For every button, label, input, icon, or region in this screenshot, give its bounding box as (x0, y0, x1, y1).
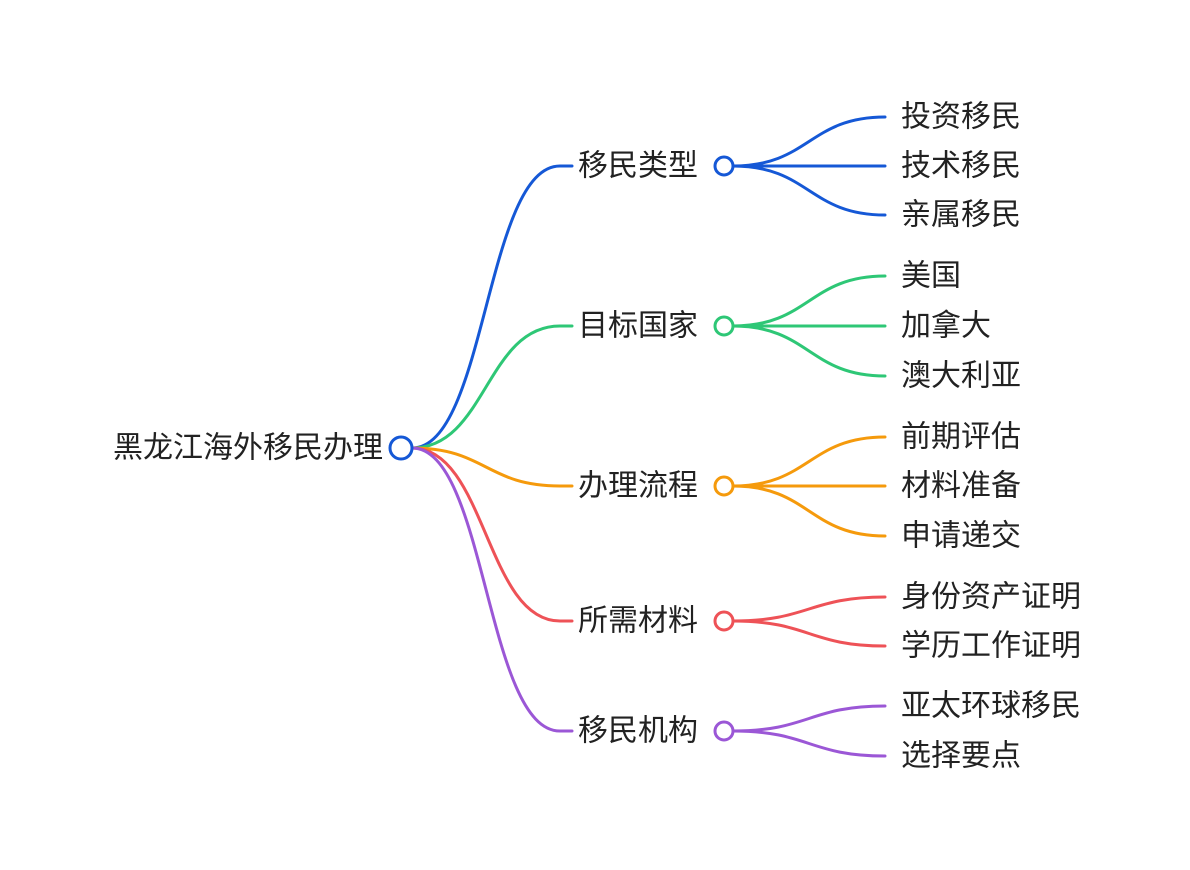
edge-root-to-branch (410, 164, 574, 450)
leaf-label: 技术移民 (901, 149, 1021, 184)
mind-map-edges (410, 115, 887, 758)
branch-collapse-toggle[interactable] (713, 720, 735, 742)
leaf-label: 加拿大 (901, 309, 991, 344)
branch-collapse-toggle[interactable] (713, 610, 735, 632)
leaf-label: 材料准备 (901, 469, 1021, 504)
leaf-label: 亚太环球移民 (901, 689, 1081, 724)
edge-branch-to-leaf (731, 704, 887, 733)
branch-collapse-toggle[interactable] (713, 315, 735, 337)
branch-label: 目标国家 (578, 309, 698, 344)
edge-branch-to-leaf (731, 595, 887, 623)
edge-branch-to-leaf (731, 324, 887, 378)
root-label: 黑龙江海外移民办理 (113, 431, 383, 466)
edge-root-to-branch (410, 446, 574, 733)
edge-root-to-branch (410, 446, 574, 623)
leaf-label: 学历工作证明 (901, 629, 1081, 664)
root-collapse-toggle[interactable] (388, 435, 414, 461)
leaf-label: 身份资产证明 (901, 580, 1081, 615)
edge-root-to-branch (410, 324, 574, 450)
edge-root-to-branch (410, 446, 574, 488)
edge-branch-to-leaf (731, 164, 887, 217)
branch-collapse-toggle[interactable] (713, 155, 735, 177)
edge-branch-to-leaf (731, 274, 887, 328)
branch-label: 移民类型 (578, 149, 698, 184)
leaf-label: 美国 (901, 259, 961, 294)
branch-label: 移民机构 (578, 714, 698, 749)
leaf-label: 投资移民 (901, 100, 1021, 135)
edge-branch-to-leaf (731, 619, 887, 648)
leaf-label: 澳大利亚 (901, 359, 1021, 394)
edge-branch-to-leaf (731, 435, 887, 488)
branch-label: 所需材料 (578, 604, 698, 639)
edge-branch-to-leaf (731, 729, 887, 758)
branch-label: 办理流程 (578, 469, 698, 504)
leaf-label: 选择要点 (901, 739, 1021, 774)
leaf-label: 前期评估 (901, 420, 1021, 455)
leaf-label: 亲属移民 (901, 198, 1021, 233)
edge-branch-to-leaf (731, 484, 887, 538)
leaf-label: 申请递交 (901, 519, 1021, 554)
edge-branch-to-leaf (731, 115, 887, 168)
branch-collapse-toggle[interactable] (713, 475, 735, 497)
